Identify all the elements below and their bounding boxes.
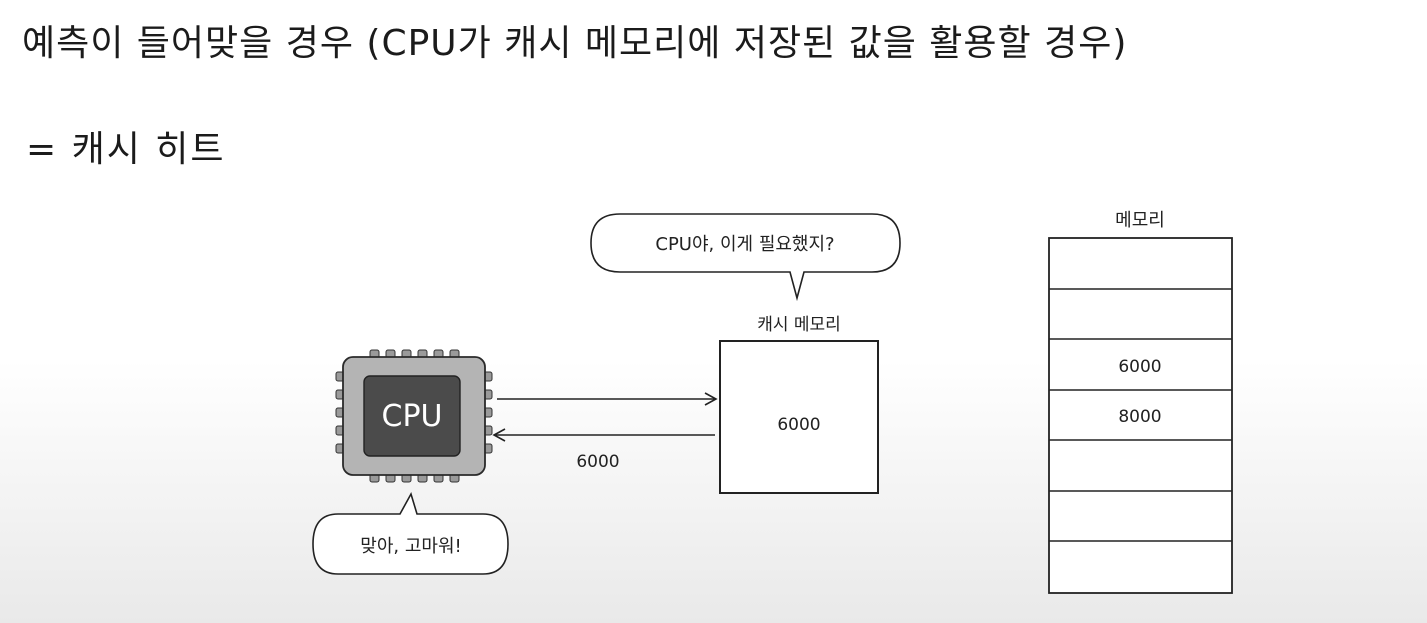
cache-speech-bubble: CPU야, 이게 필요했지? [590,213,901,302]
page-title: 예측이 들어맞을 경우 (CPU가 캐시 메모리에 저장된 값을 활용할 경우) [22,23,1128,64]
arrow-value-label: 6000 [576,452,619,472]
cache-bubble-text: CPU야, 이게 필요했지? [655,234,834,255]
cpu-speech-bubble: 맞아, 고마워! [312,491,509,575]
cache-value: 6000 [777,415,820,435]
svg-text:6000: 6000 [1118,357,1161,377]
cpu-label: CPU [382,399,443,434]
svg-text:8000: 8000 [1118,407,1161,427]
memory-cell: 8000 [1118,407,1161,427]
memory-block: 6000 8000 [1048,237,1233,594]
memory-cell: 6000 [1118,357,1161,377]
cpu-bubble-text: 맞아, 고마워! [360,536,461,557]
memory-title: 메모리 [1115,210,1165,231]
cache-title: 캐시 메모리 [757,315,841,335]
cache-memory-box: 6000 [719,340,879,494]
page-subtitle: = 캐시 히트 [26,129,226,170]
cpu-chip: CPU [335,349,493,483]
